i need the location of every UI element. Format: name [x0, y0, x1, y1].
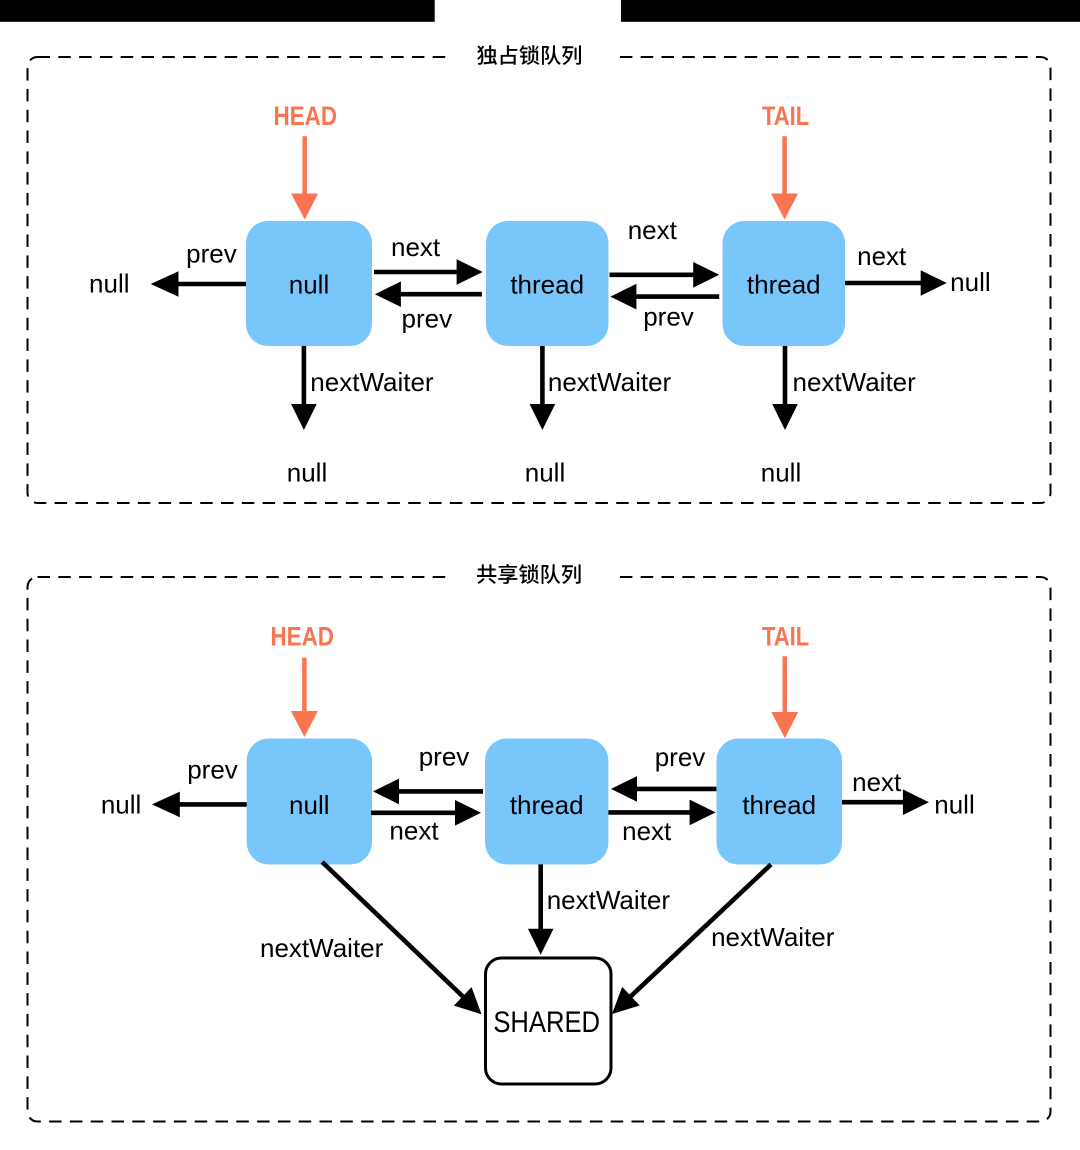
svg-text:nextWaiter: nextWaiter [260, 933, 384, 963]
svg-text:prev: prev [655, 742, 706, 772]
svg-text:next: next [628, 215, 678, 245]
svg-text:null: null [934, 790, 974, 820]
svg-text:next: next [852, 767, 902, 797]
svg-text:prev: prev [402, 304, 453, 334]
svg-text:null: null [287, 458, 327, 488]
svg-text:nextWaiter: nextWaiter [310, 367, 434, 397]
svg-text:TAIL: TAIL [762, 101, 809, 131]
svg-text:nextWaiter: nextWaiter [548, 367, 672, 397]
svg-text:null: null [89, 269, 129, 299]
svg-text:next: next [857, 241, 907, 271]
svg-text:thread: thread [510, 790, 584, 820]
svg-text:null: null [950, 267, 990, 297]
svg-text:next: next [391, 232, 441, 262]
svg-text:nextWaiter: nextWaiter [793, 367, 917, 397]
svg-text:HEAD: HEAD [274, 101, 338, 131]
svg-text:thread: thread [742, 790, 816, 820]
svg-text:nextWaiter: nextWaiter [547, 885, 671, 915]
svg-text:thread: thread [747, 269, 821, 299]
svg-text:prev: prev [187, 755, 238, 785]
svg-text:null: null [761, 458, 801, 488]
svg-text:SHARED: SHARED [493, 1006, 600, 1039]
svg-text:null: null [525, 458, 565, 488]
svg-text:prev: prev [643, 302, 694, 332]
svg-text:null: null [101, 790, 141, 820]
svg-text:nextWaiter: nextWaiter [711, 922, 835, 952]
svg-text:null: null [289, 790, 329, 820]
svg-text:HEAD: HEAD [270, 621, 334, 651]
svg-text:TAIL: TAIL [762, 621, 809, 651]
svg-text:null: null [289, 269, 329, 299]
svg-text:next: next [622, 816, 672, 846]
svg-text:thread: thread [510, 269, 584, 299]
svg-text:prev: prev [419, 742, 470, 772]
svg-text:prev: prev [186, 239, 237, 269]
svg-text:next: next [389, 816, 439, 846]
